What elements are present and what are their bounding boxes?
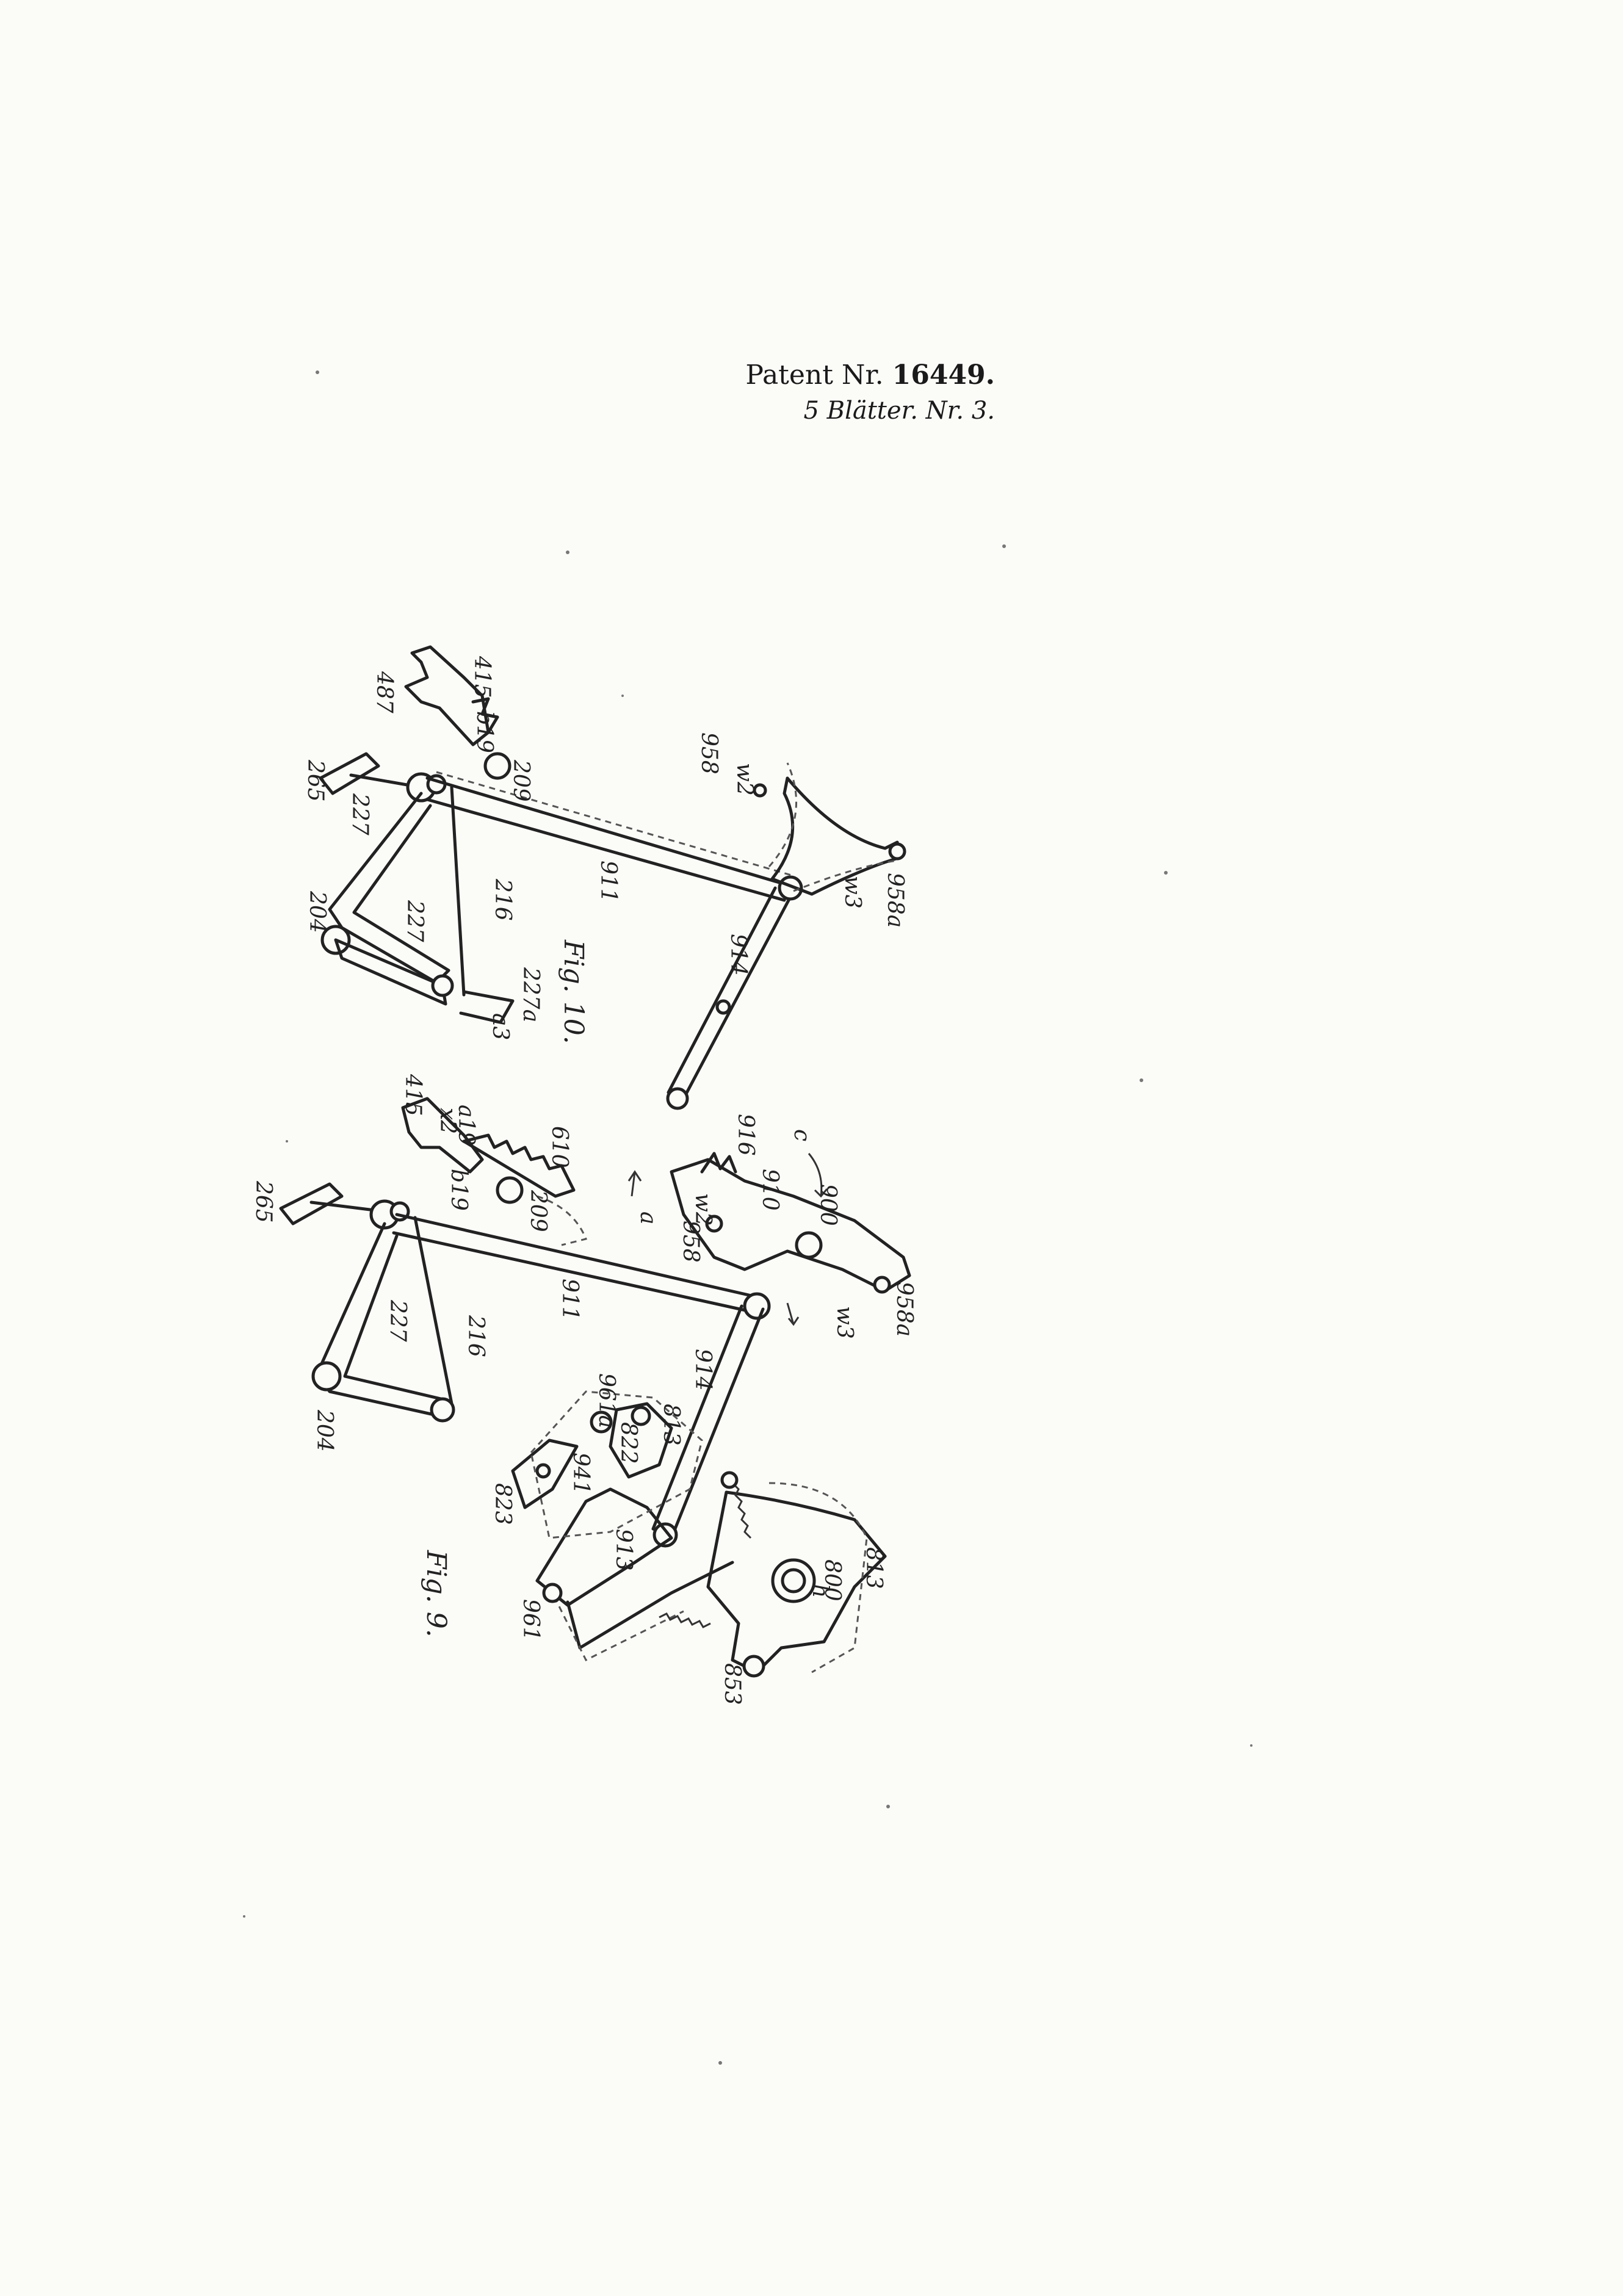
fig9-label-911: 911 — [557, 1279, 582, 1321]
fig9-pin-961 — [542, 1583, 563, 1603]
fig10-label-a3: a3 — [488, 1013, 513, 1040]
sheet-header: Patent Nr. 16449. 5 Blätter. Nr. 3. — [739, 357, 995, 428]
fig9-label-941: 941 — [568, 1453, 593, 1495]
arrow-lower — [786, 1302, 800, 1326]
fig9-label-822: 822 — [616, 1422, 641, 1464]
fig9-label-916: 916 — [733, 1114, 758, 1156]
fig10-label-911: 911 — [596, 861, 621, 903]
arrow-a — [627, 1170, 642, 1197]
patent-prefix: Patent Nr. — [745, 359, 884, 391]
fig9-pivot-209 — [496, 1176, 524, 1204]
fig9-rack-610 — [462, 1133, 576, 1198]
fig10-label-b19: b19 — [472, 711, 497, 753]
fig9-pin-853 — [742, 1655, 765, 1678]
fig9-joint — [743, 1292, 771, 1320]
fig9-link-216 — [413, 1216, 454, 1406]
fig10-label-958a: 958a — [883, 873, 908, 928]
fig10-pedal — [319, 752, 380, 795]
fig10-rod-914 — [667, 886, 795, 1100]
fig9-label-958a: 958a — [892, 1282, 917, 1337]
fig9-rod-911 — [395, 1213, 759, 1299]
fig9-label-265: 265 — [251, 1180, 276, 1223]
fig10-label-487: 487 — [372, 671, 397, 713]
fig9-label-a: a — [635, 1211, 660, 1224]
fig10-hook — [404, 645, 490, 746]
fig10-label-227: 227 — [402, 900, 427, 942]
fig9-hub-900 — [795, 1231, 823, 1259]
fig9-label-216: 216 — [463, 1315, 488, 1357]
fig10-pivot-209 — [483, 752, 511, 780]
fig9-label-h: h — [808, 1584, 833, 1598]
fig10-tip-227a — [459, 990, 515, 1024]
fig10-label-209: 209 — [508, 759, 533, 802]
fig10-label-227-top: 227 — [347, 793, 372, 836]
fig10-cam — [770, 776, 902, 896]
fig9-label-w3: w3 — [832, 1306, 857, 1339]
fig9-label-a19: a19 — [454, 1105, 479, 1146]
fig9-ghost-outline — [530, 1390, 703, 1539]
fig9-title: Fig. 9. — [421, 1550, 452, 1637]
fig9-lever-913 — [535, 1487, 673, 1607]
fig10-title: Fig. 10. — [558, 939, 589, 1044]
fig10-pin-958a — [888, 842, 906, 861]
fig9-label-961a: 961a — [594, 1373, 619, 1428]
fig9-ratchet-916 — [700, 1152, 737, 1174]
figure-10 — [319, 645, 906, 1110]
scan-specks — [243, 370, 1252, 2065]
fig10-label-w2: w2 — [732, 763, 757, 796]
fig9-label-c: c — [789, 1129, 814, 1141]
fig9-block-941 — [511, 1439, 579, 1509]
fig9-label-813: 813 — [861, 1547, 886, 1589]
fig9-plate-813 — [706, 1490, 887, 1674]
fig9-pivot-204 — [311, 1361, 342, 1392]
fig9-hook — [401, 1097, 484, 1174]
fig10-label-415: 415 — [469, 655, 494, 698]
fig9-spring-2 — [659, 1612, 711, 1628]
patent-number-line: Patent Nr. 16449. — [739, 357, 995, 394]
fig10-rod-911 — [425, 776, 789, 887]
fig9-label-913: 913 — [611, 1529, 636, 1571]
fig9-label-209: 209 — [526, 1190, 551, 1232]
fig9-cam-plate — [670, 1158, 911, 1293]
fig10-label-265: 265 — [303, 759, 328, 802]
figure-9-labels: Fig. 9. 265 204 227 216 415 x2 a19 610 b… — [251, 1074, 917, 1705]
fig9-label-853: 853 — [720, 1663, 745, 1705]
fig9-label-813-upper: 813 — [659, 1404, 684, 1446]
fig9-label-800: 800 — [820, 1559, 845, 1601]
fig9-label-823: 823 — [490, 1483, 515, 1525]
fig9-label-227: 227 — [385, 1299, 410, 1342]
fig9-label-x2: x2 — [435, 1108, 460, 1134]
fig9-label-910: 910 — [757, 1169, 783, 1211]
fig10-label-w3: w3 — [840, 876, 865, 909]
fig9-label-961: 961 — [518, 1599, 543, 1641]
fig9-bracket-822 — [609, 1402, 673, 1479]
fig9-label-415: 415 — [400, 1074, 425, 1116]
fig9-pin-961a — [590, 1410, 613, 1434]
fig10-link-216 — [450, 785, 466, 997]
figure-10-labels: Fig. 10. 265 227 204 227 216 227a a3 487… — [303, 655, 908, 1044]
fig9-pedal — [279, 1182, 344, 1226]
fig9-label-610: 610 — [547, 1126, 572, 1168]
fig9-label-b19: b19 — [446, 1169, 471, 1211]
patent-number: 16449. — [892, 359, 995, 391]
fig9-label-958: 958 — [678, 1221, 703, 1263]
fig9-label-204: 204 — [312, 1409, 337, 1452]
fig9-spring-1 — [731, 1482, 752, 1539]
arrow-c — [808, 1153, 828, 1198]
fig9-frame-227 — [316, 1222, 450, 1418]
fig10-label-216: 216 — [490, 878, 515, 921]
fig10-pin-958 — [753, 783, 767, 798]
fig9-label-914: 914 — [690, 1349, 715, 1391]
fig9-pin-958 — [705, 1215, 723, 1233]
fig10-label-204: 204 — [305, 890, 330, 933]
fig10-label-227a: 227a — [518, 967, 543, 1022]
figure-9 — [279, 1097, 911, 1678]
fig9-label-900: 900 — [815, 1184, 840, 1226]
fig10-label-914: 914 — [726, 934, 751, 976]
fig9-label-w2: w2 — [690, 1193, 715, 1226]
sheet-count: 5 Blätter. Nr. 3. — [803, 397, 996, 425]
fig10-label-958: 958 — [696, 732, 721, 774]
